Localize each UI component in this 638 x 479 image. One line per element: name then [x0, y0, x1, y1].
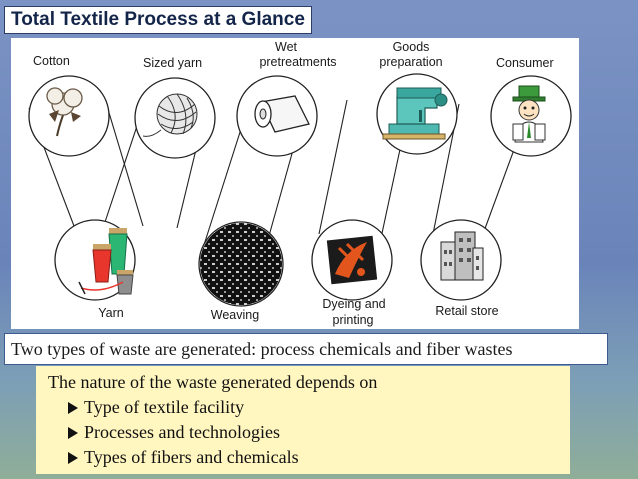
label-retail: Retail store	[435, 304, 498, 318]
circle-cotton	[28, 75, 110, 157]
process-diagram: Cotton Sized yarn Wet pretreatments Good…	[11, 38, 579, 329]
label-wet-1: Wet	[275, 40, 298, 54]
waste-statement: Two types of waste are generated: proces…	[11, 338, 513, 359]
nature-bullet-text: Processes and technologies	[84, 422, 280, 442]
thread-spools-icon	[78, 228, 134, 295]
nature-bullet-text: Type of textile facility	[84, 397, 245, 417]
label-weaving: Weaving	[211, 308, 259, 322]
waste-statement-box: Two types of waste are generated: proces…	[4, 333, 608, 365]
nature-bullet-3: Types of fibers and chemicals	[48, 445, 570, 470]
fabric-roll-icon	[254, 95, 310, 133]
label-yarn: Yarn	[98, 306, 124, 320]
dyed-print-icon	[326, 235, 378, 285]
label-goods-1: Goods	[393, 40, 430, 54]
nature-bullet-text: Types of fibers and chemicals	[84, 447, 299, 467]
label-dyeing-2: printing	[333, 313, 374, 327]
label-goods-2: preparation	[379, 55, 442, 69]
arrow-bullet-icon	[68, 427, 78, 439]
slide-title: Total Textile Process at a Glance	[11, 9, 305, 30]
cotton-icon	[46, 87, 83, 137]
nature-bullet-2: Processes and technologies	[48, 420, 570, 445]
label-consumer: Consumer	[496, 56, 554, 70]
label-dyeing-1: Dyeing and	[322, 297, 385, 311]
label-sized-yarn: Sized yarn	[143, 56, 202, 70]
nature-intro: The nature of the waste generated depend…	[48, 372, 378, 392]
woven-fabric-icon	[200, 223, 282, 305]
process-diagram-svg: Cotton Sized yarn Wet pretreatments Good…	[28, 40, 572, 327]
arrow-bullet-icon	[68, 452, 78, 464]
nature-box: The nature of the waste generated depend…	[36, 366, 570, 474]
retail-building-icon	[440, 231, 484, 281]
sewing-machine-icon	[382, 87, 448, 140]
nature-bullet-1: Type of textile facility	[48, 395, 570, 420]
consumer-person-icon	[512, 85, 546, 143]
title-box: Total Textile Process at a Glance	[4, 6, 312, 34]
arrow-bullet-icon	[68, 402, 78, 414]
label-cotton: Cotton	[33, 54, 70, 68]
label-wet-2: pretreatments	[259, 55, 336, 69]
yarn-ball-icon	[142, 93, 198, 137]
